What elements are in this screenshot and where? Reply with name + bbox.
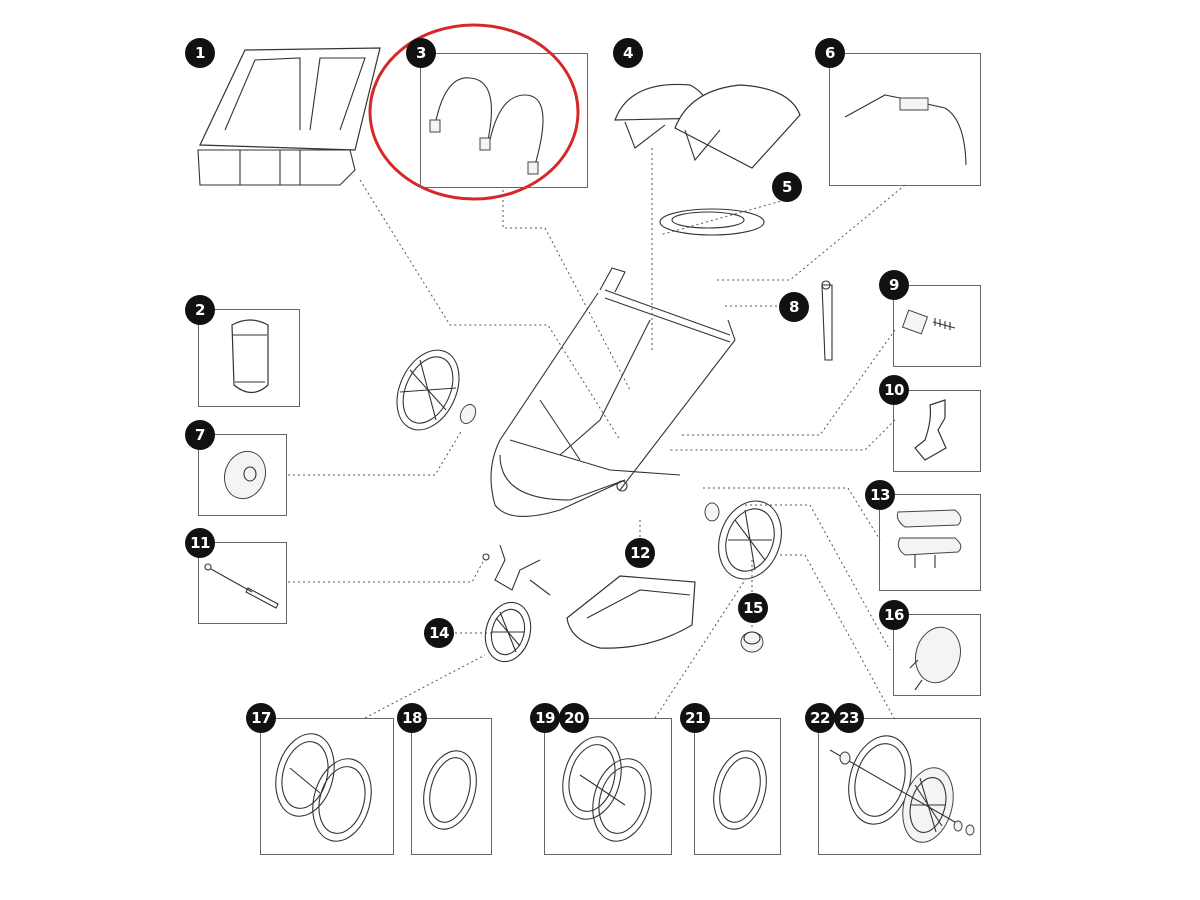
part-drawing-frame [490, 267, 736, 517]
part-drawing-brake-disc-housing [909, 626, 961, 691]
part-badge-3[interactable]: 3 [406, 38, 436, 68]
box-part-3 [420, 53, 588, 188]
box-part-19-20 [544, 718, 672, 855]
part-badge-10[interactable]: 10 [879, 375, 909, 405]
part-badge-6[interactable]: 6 [815, 38, 845, 68]
part-badge-14[interactable]: 14 [424, 618, 454, 648]
part-drawing-latch [914, 399, 947, 461]
part-drawing-rear-tire-and-tube [562, 736, 652, 842]
part-badge-11[interactable]: 11 [185, 528, 215, 558]
part-badge-4[interactable]: 4 [613, 38, 643, 68]
part-drawing-axle-bolt [204, 563, 279, 609]
highlight-ellipse [368, 23, 580, 201]
part-badge-16[interactable]: 16 [879, 600, 909, 630]
part-badge-17[interactable]: 17 [246, 703, 276, 733]
box-part-21 [694, 718, 781, 855]
part-badge-21[interactable]: 21 [680, 703, 710, 733]
part-badge-7[interactable]: 7 [185, 420, 215, 450]
box-part-11 [198, 542, 287, 624]
box-part-13 [879, 494, 981, 591]
part-drawing-rear-wheel-right [704, 500, 782, 580]
part-badge-22[interactable]: 22 [805, 703, 835, 733]
box-part-9 [893, 285, 981, 367]
part-drawing-handlebar [844, 94, 967, 166]
part-badge-12[interactable]: 12 [625, 538, 655, 568]
part-drawing-clip-and-screw [901, 309, 956, 335]
box-part-6 [829, 53, 981, 186]
part-drawing-hub-cap [740, 631, 764, 653]
part-badge-1[interactable]: 1 [185, 38, 215, 68]
part-drawing-foot-pedal [896, 509, 962, 568]
part-badge-18[interactable]: 18 [397, 703, 427, 733]
part-drawing-hub-brake [223, 450, 267, 500]
box-part-16 [893, 614, 981, 696]
part-badge-19[interactable]: 19 [530, 703, 560, 733]
part-drawing-front-wheel [484, 601, 532, 663]
part-drawing-front-fork [482, 544, 551, 596]
part-drawing-rear-inner-tube [713, 750, 767, 830]
part-badge-8[interactable]: 8 [779, 292, 809, 322]
part-drawing-seat-fabric [197, 47, 381, 186]
part-badge-20[interactable]: 20 [559, 703, 589, 733]
part-badge-15[interactable]: 15 [738, 593, 768, 623]
box-part-22-23 [818, 718, 981, 855]
part-drawing-rear-wheel-complete [829, 735, 975, 843]
box-part-10 [893, 390, 981, 472]
part-badge-5[interactable]: 5 [772, 172, 802, 202]
part-badge-2[interactable]: 2 [185, 295, 215, 325]
box-part-17 [260, 718, 394, 855]
part-badge-9[interactable]: 9 [879, 270, 909, 300]
part-drawing-cable [659, 208, 765, 236]
part-drawing-front-inner-tube [423, 750, 477, 830]
part-drawing-rear-wheel-left [396, 349, 477, 431]
box-part-7 [198, 434, 287, 516]
part-drawing-strap [821, 280, 833, 361]
box-part-18 [411, 718, 492, 855]
part-drawing-harness-pad [231, 319, 269, 394]
part-drawing-bumper-bars [429, 77, 544, 175]
part-drawing-basket [566, 575, 696, 649]
part-badge-23[interactable]: 23 [834, 703, 864, 733]
part-drawing-front-tire-and-tube [275, 733, 372, 842]
part-badge-13[interactable]: 13 [865, 480, 895, 510]
box-part-2 [198, 309, 300, 407]
part-drawing-canopies [614, 83, 801, 169]
